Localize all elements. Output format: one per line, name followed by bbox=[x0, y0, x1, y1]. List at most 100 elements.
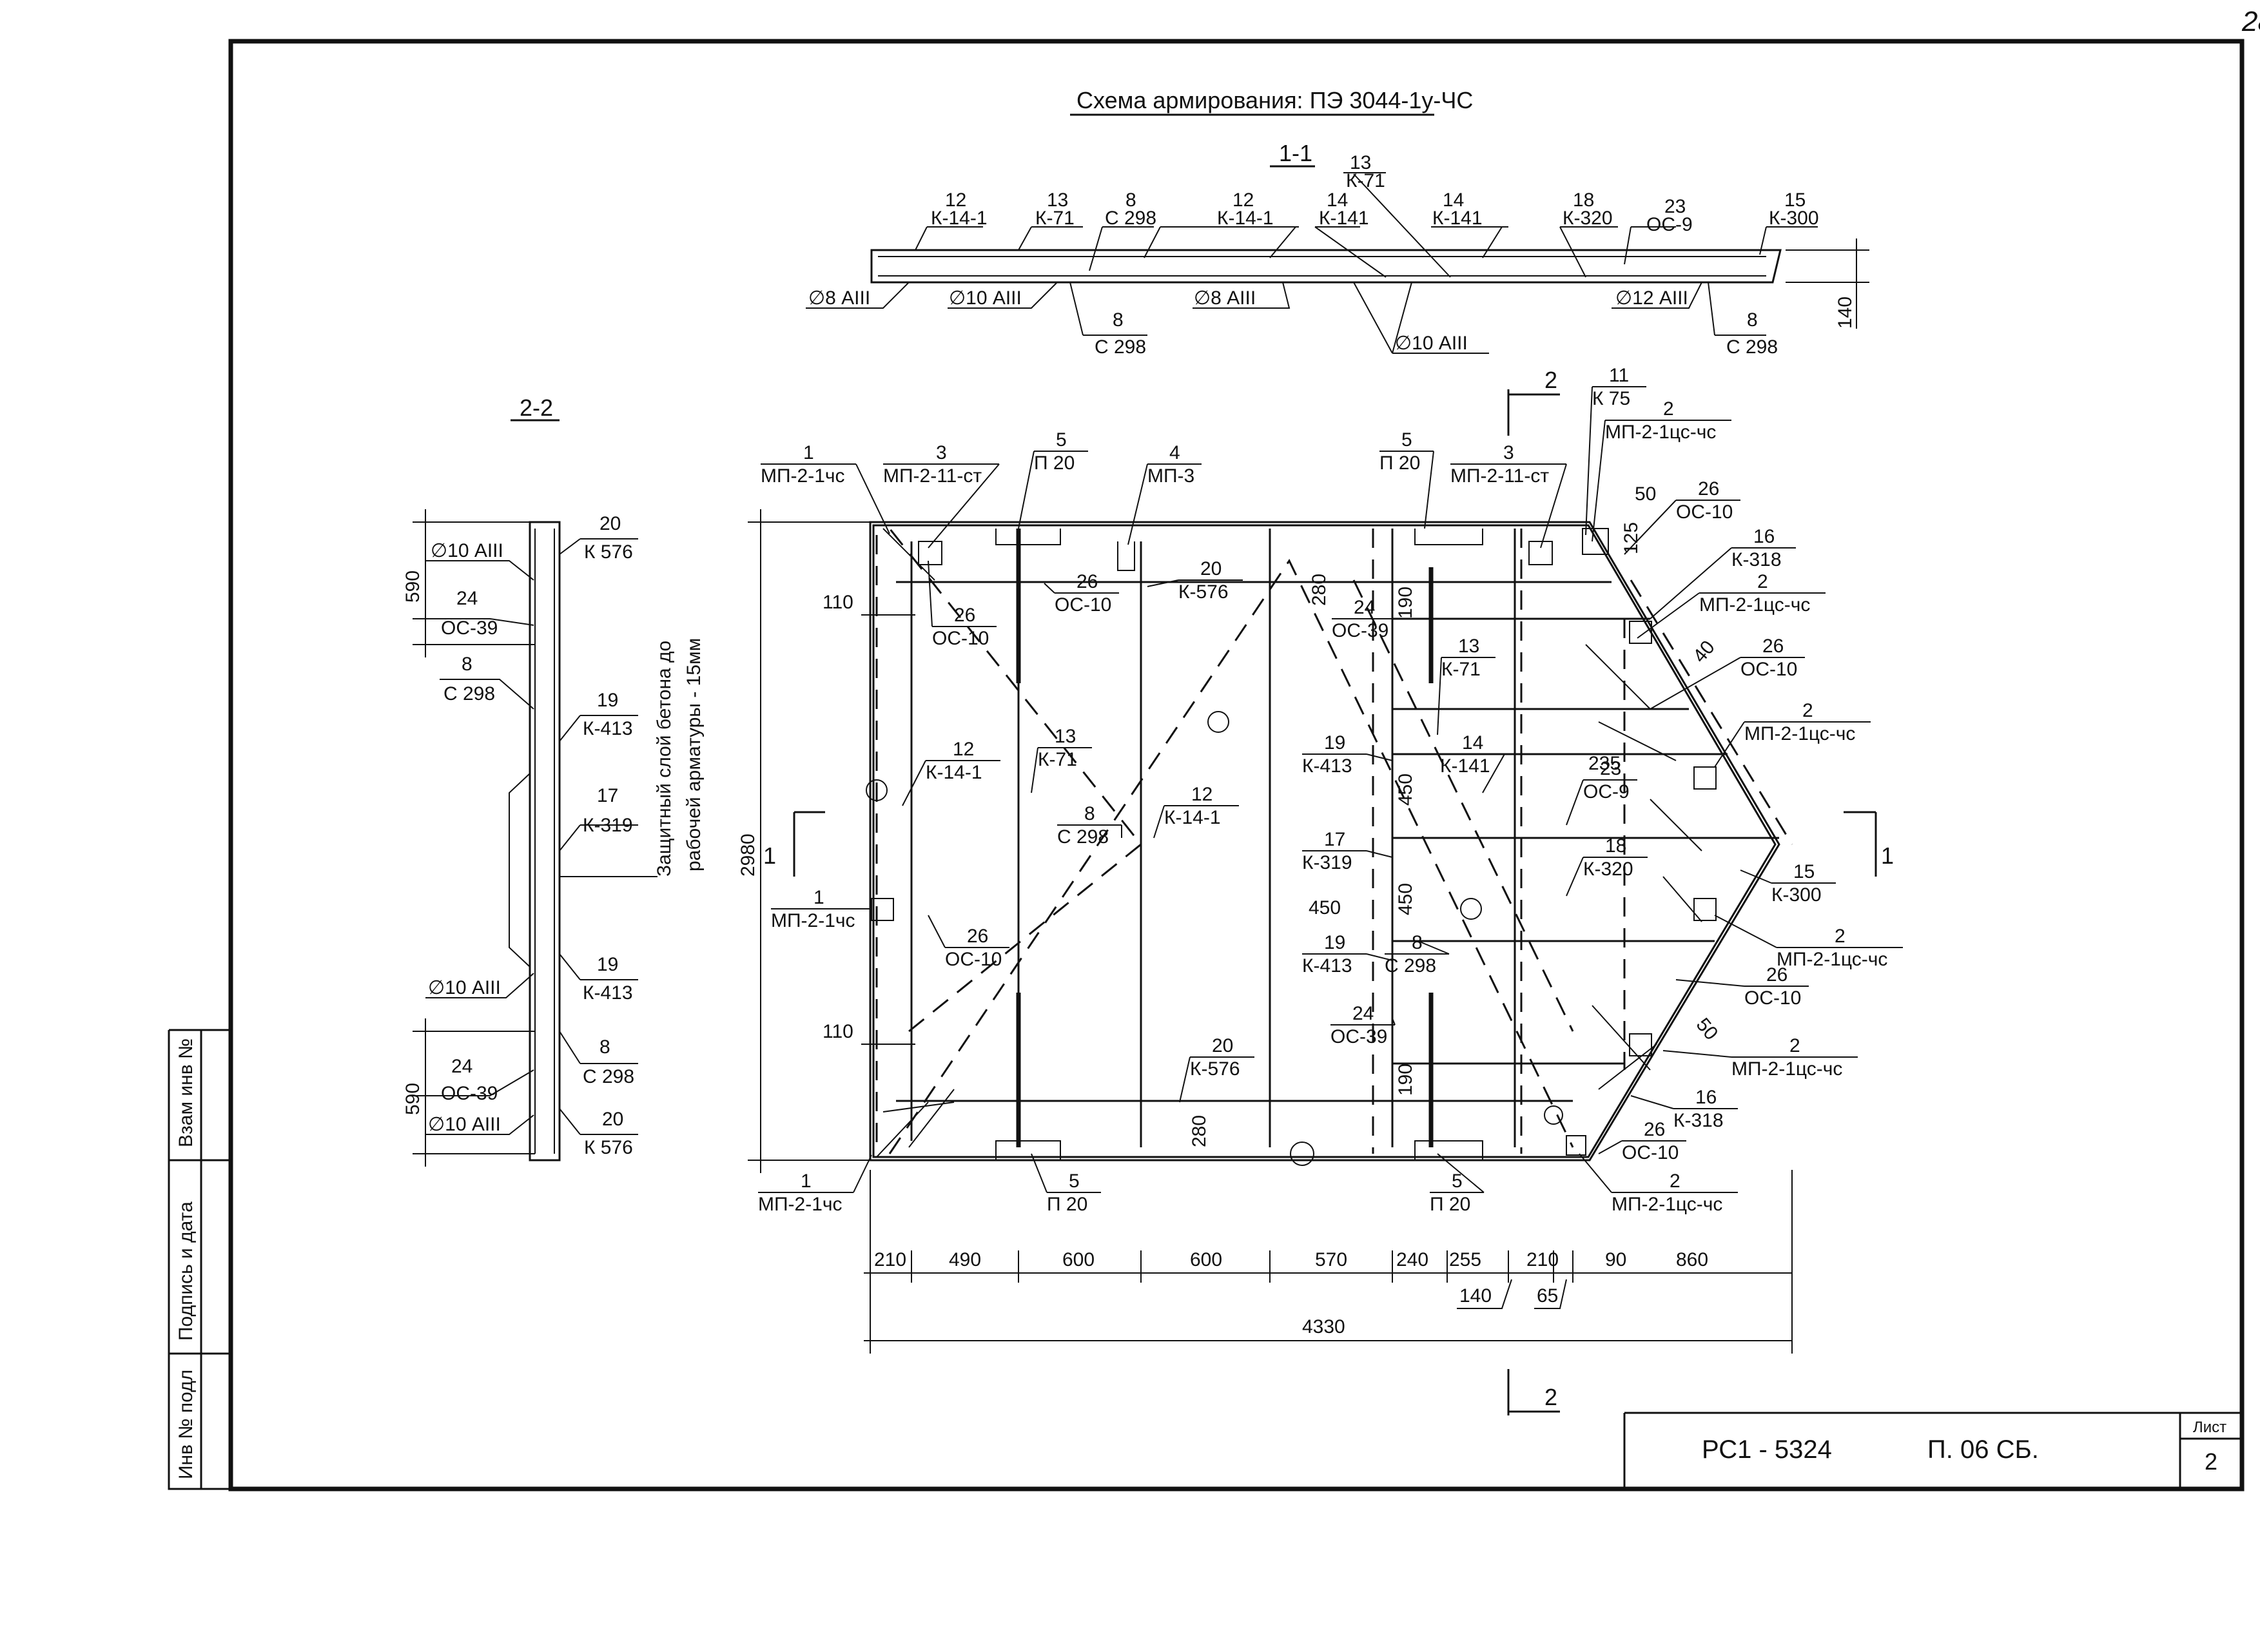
plan-label-39-num: 26 bbox=[1644, 1119, 1665, 1140]
plan-label-5-leader bbox=[1379, 451, 1434, 529]
plan-label-33-leader bbox=[1714, 915, 1903, 948]
plan-label-16-leader bbox=[1650, 657, 1805, 710]
plan-sec1-left: 1 bbox=[763, 842, 776, 869]
plan-label-35-leader bbox=[1330, 1018, 1396, 1025]
plan-label-8-num: 2 bbox=[1663, 398, 1674, 420]
plan-label-32-code: С 298 bbox=[1385, 955, 1436, 977]
s22-label-9-code: К 576 bbox=[584, 1137, 633, 1158]
plan-label-9-leader bbox=[1624, 500, 1740, 555]
plan-label-17-code: К-71 bbox=[1441, 659, 1481, 680]
plan-dim-50a: 50 bbox=[1635, 483, 1656, 505]
plan-label-21-code: К-413 bbox=[1302, 755, 1352, 777]
s11-label-9-code: ОС-9 bbox=[1646, 214, 1693, 235]
s11-label-1-code: К-14-1 bbox=[931, 208, 988, 229]
s11-label-10-code: К-300 bbox=[1769, 208, 1819, 229]
plan-label-7-code: К 75 bbox=[1592, 388, 1630, 409]
s11-label-12-num: 8 bbox=[1747, 309, 1758, 331]
plan-sec2-bottom: 2 bbox=[1544, 1384, 1557, 1410]
page-number: 28 bbox=[2241, 6, 2260, 37]
s11-label-11-code: С 298 bbox=[1095, 336, 1146, 358]
plan-label-16-code: ОС-10 bbox=[1740, 659, 1797, 680]
plan-label-6-num: 3 bbox=[1503, 442, 1514, 463]
plan-label-31-code: К-413 bbox=[1302, 955, 1352, 977]
plan-label-38-leader bbox=[1630, 1095, 1738, 1109]
plan-label-15-leader bbox=[1637, 592, 1826, 639]
plan-label-28-code: К-300 bbox=[1771, 884, 1822, 906]
sheet-label: Лист bbox=[2193, 1419, 2226, 1436]
s11-label-4-num: 12 bbox=[1232, 189, 1254, 211]
plan-label-1-num: 1 bbox=[803, 442, 814, 463]
plan-sec2-top: 2 bbox=[1544, 367, 1557, 393]
plan-label-5-code: П 20 bbox=[1379, 452, 1420, 474]
s11-label-6-code: К-71 bbox=[1346, 170, 1385, 191]
plan-dim-600b: 600 bbox=[1190, 1249, 1222, 1270]
plan-label-3-num: 5 bbox=[1056, 429, 1067, 451]
plan-label-33-code: МП-2-1цс-чс bbox=[1777, 949, 1887, 970]
s22-label-5-code: К-319 bbox=[583, 815, 633, 836]
s22-label-6-code: К-413 bbox=[583, 982, 633, 1004]
plan-label-40-leader bbox=[758, 1154, 872, 1193]
plan-label-43-num: 2 bbox=[1670, 1171, 1680, 1192]
plan-label-27-code: К-320 bbox=[1583, 859, 1633, 880]
s11-label-5-num: 14 bbox=[1327, 189, 1348, 211]
plan-label-3-leader bbox=[1018, 451, 1088, 529]
plan-label-9-num: 26 bbox=[1698, 478, 1719, 500]
plan-label-21-num: 19 bbox=[1324, 732, 1345, 753]
s22-label-4-num: 19 bbox=[597, 690, 618, 711]
plan-label-6-code: МП-2-11-ст bbox=[1450, 465, 1549, 487]
s11-label-12-code: С 298 bbox=[1726, 336, 1778, 358]
plan-label-27-leader bbox=[1566, 857, 1648, 897]
plan-label-36-code: К-576 bbox=[1190, 1058, 1240, 1080]
plan-label-29-num: 1 bbox=[813, 887, 824, 908]
s22-label-3-code: С 298 bbox=[443, 683, 495, 705]
plan-label-15-code: МП-2-1цс-чс bbox=[1699, 594, 1810, 616]
plan-label-35-num: 24 bbox=[1352, 1003, 1374, 1024]
plan-label-2-leader bbox=[883, 463, 1000, 549]
sheet-frame bbox=[228, 39, 2245, 1492]
plan-label-26-leader bbox=[1302, 850, 1393, 858]
s11-label-7-num: 14 bbox=[1443, 189, 1464, 211]
plan-dim-65: 65 bbox=[1537, 1285, 1558, 1307]
plan-label-14-code: К-318 bbox=[1731, 549, 1782, 570]
s11-label-7-code: К-141 bbox=[1432, 208, 1483, 229]
plan-label-10-leader bbox=[928, 560, 997, 627]
plan-height-dim: 2980 bbox=[737, 833, 759, 877]
document-code: РС1 - 5324 bbox=[1702, 1435, 1832, 1464]
plan-label-28-leader bbox=[1740, 870, 1836, 884]
s22-bar-2: ∅10 АIII bbox=[428, 977, 501, 998]
plan-label-12-leader bbox=[1044, 583, 1119, 594]
plan-label-36-num: 20 bbox=[1212, 1035, 1233, 1056]
s11-label-2-code: К-71 bbox=[1035, 208, 1075, 229]
plan-label-19-leader bbox=[902, 760, 1000, 806]
plan-dim-235: 235 bbox=[1588, 753, 1621, 774]
plan-label-25-leader bbox=[1153, 805, 1239, 839]
plan-label-26-code: К-319 bbox=[1302, 852, 1352, 873]
plan-dim-140: 140 bbox=[1459, 1285, 1492, 1307]
s11-label-9-num: 23 bbox=[1664, 196, 1686, 217]
plan-dim-90: 90 bbox=[1605, 1249, 1626, 1270]
s22-dim-590-top: 590 bbox=[402, 570, 424, 603]
stamp-podpis-data: Подпись и дата bbox=[175, 1201, 197, 1341]
plan-label-19-num: 12 bbox=[953, 739, 974, 760]
title-block: РС1 - 5324 П. 06 СБ. Лист 2 bbox=[1623, 1412, 2242, 1489]
plan-label-25-code: К-14-1 bbox=[1164, 807, 1221, 828]
plan-dim-450c: 450 bbox=[1395, 883, 1416, 915]
plan-dim-110a: 110 bbox=[823, 592, 853, 613]
plan-width-dim: 4330 bbox=[1302, 1316, 1345, 1337]
plan-label-10-code: ОС-10 bbox=[932, 628, 989, 649]
plan-label-6-leader bbox=[1450, 463, 1567, 549]
plan-dim-280a: 280 bbox=[1309, 574, 1330, 606]
s22-label-2-num: 24 bbox=[456, 588, 478, 609]
plan-label-29-code: МП-2-1чс bbox=[771, 910, 855, 931]
plan-label-24-leader bbox=[1057, 824, 1122, 838]
s22-bar-3: ∅10 АIII bbox=[428, 1114, 501, 1135]
plan-dim-110b: 110 bbox=[823, 1021, 853, 1042]
plan-label-23-num: 23 bbox=[1600, 758, 1621, 779]
plan-label-11-code: К-576 bbox=[1178, 581, 1229, 603]
plan-label-20-code: К-71 bbox=[1038, 749, 1077, 770]
plan-label-34-leader bbox=[1675, 979, 1809, 987]
plan-label-2-code: МП-2-11-ст bbox=[883, 465, 982, 487]
plan-label-30-num: 26 bbox=[967, 926, 988, 947]
plan-dim-280b: 280 bbox=[1189, 1115, 1210, 1147]
plan-label-22-code: К-141 bbox=[1440, 755, 1490, 777]
